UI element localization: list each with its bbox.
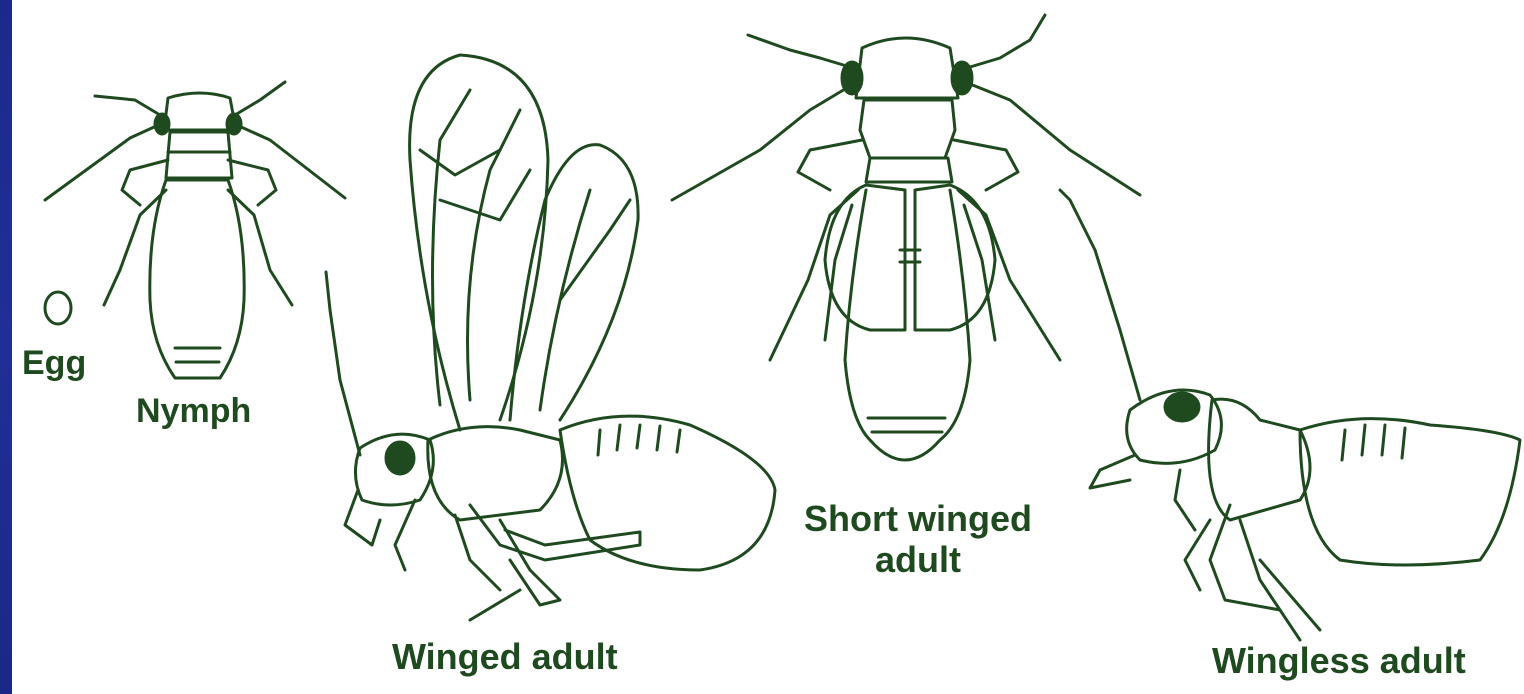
wingless-adult-label: Wingless adult — [1212, 640, 1466, 681]
wingless-adult-drawing — [1060, 190, 1520, 640]
short-winged-adult-drawing — [672, 15, 1140, 460]
short-winged-adult-label: Short winged adult — [788, 498, 1048, 581]
winged-adult-label: Winged adult — [392, 636, 618, 677]
egg-label: Egg — [22, 344, 86, 383]
nymph-drawing — [45, 82, 345, 378]
egg-drawing — [45, 292, 71, 324]
nymph-label: Nymph — [136, 392, 251, 431]
short-winged-adult-label-line1: Short winged — [788, 498, 1048, 539]
winged-adult-drawing — [326, 55, 775, 620]
short-winged-adult-label-line2: adult — [788, 539, 1048, 580]
